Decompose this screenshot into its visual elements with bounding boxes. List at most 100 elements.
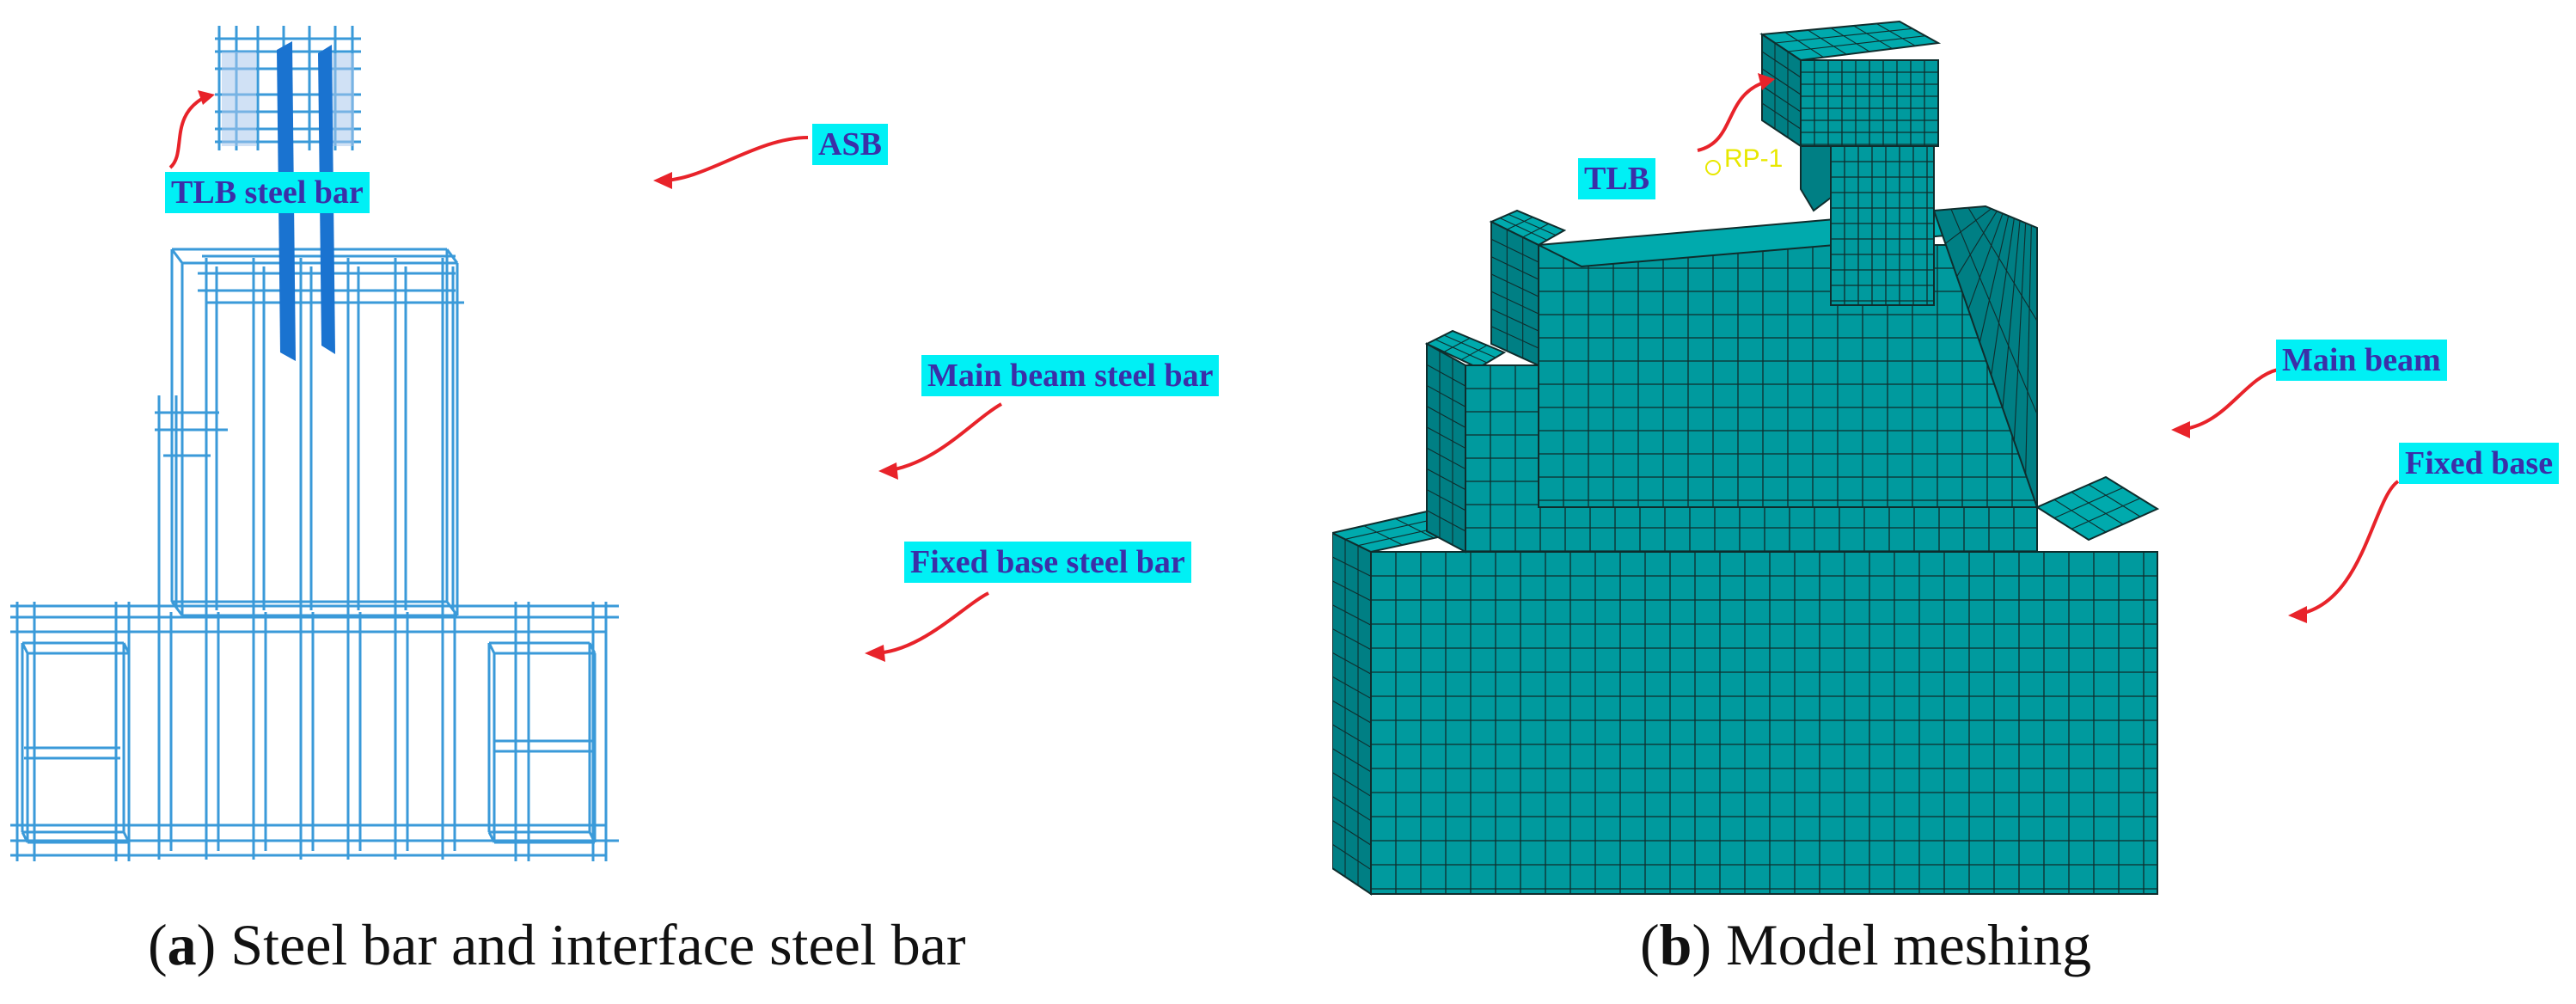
mesh-line	[1460, 345, 1488, 361]
mesh-line	[1876, 23, 1916, 46]
mesh-line	[1332, 604, 1372, 626]
mesh-line	[1808, 29, 1847, 55]
mesh-line	[2071, 492, 2124, 525]
main-beam-right-side-grid	[1945, 207, 2038, 474]
mesh-line	[1853, 25, 1893, 50]
rebar-line	[588, 831, 597, 843]
mesh-line	[1395, 517, 1435, 539]
tlb-front-grid	[1801, 60, 1938, 146]
caption-b-text: Model meshing	[1726, 912, 2092, 977]
rebar-line	[170, 248, 184, 264]
tlb-neck-front-grid	[1831, 146, 1934, 305]
mesh-line	[1426, 384, 1466, 407]
asb-arrow-curve	[661, 136, 809, 182]
mesh-line	[1490, 326, 1539, 349]
mesh-line	[1499, 217, 1548, 241]
fixed-base-left-side	[1332, 531, 1372, 896]
mesh-line	[1490, 238, 1539, 263]
mesh-line	[1363, 525, 1403, 546]
reference-point-marker	[1705, 160, 1721, 175]
main-beam-steel-bar-arrow-curve	[884, 402, 1002, 473]
mesh-line	[1490, 291, 1539, 315]
model-mesh	[1332, 20, 2400, 896]
mesh-line	[1435, 339, 1488, 364]
main-beam-steel-bar-label: Main beam steel bar	[921, 355, 1220, 396]
mesh-line	[1426, 489, 1466, 511]
mesh-line	[1761, 51, 1802, 78]
mesh-line	[1979, 215, 2010, 343]
mesh-line	[1830, 28, 1870, 52]
fixed-base-steel-bar-label: Fixed base steel bar	[904, 542, 1191, 583]
caption-b-letter: b	[1659, 912, 1692, 977]
mesh-line	[1332, 580, 1372, 602]
mesh-line	[1967, 207, 2038, 321]
mesh-line	[1522, 223, 1549, 238]
caption-a: (a) Steel bar and interface steel bar	[148, 912, 966, 977]
mesh-line	[1774, 28, 1913, 44]
mesh-line	[1332, 676, 1372, 700]
tlb-arrow-curve	[1697, 80, 1767, 152]
mesh-line	[1332, 819, 1372, 846]
fixed-base-arrow-curve	[2294, 480, 2400, 616]
fixed-base-steel-bar-arrow-curve	[872, 591, 989, 655]
main-beam-steel-bar-arrow-head	[878, 462, 898, 480]
rebar-line	[122, 642, 131, 654]
mesh-line	[1443, 337, 1471, 352]
fixed-base-steel-bar-arrow-head	[865, 645, 885, 662]
tlb-panel-left	[222, 52, 256, 146]
mesh-line	[1945, 208, 1992, 244]
fixed-base-arrow-head	[2288, 606, 2307, 623]
mesh-line	[2013, 223, 2027, 442]
steel-bar-wireframe	[10, 26, 1002, 861]
fixed-base-front	[1370, 551, 2158, 895]
tlb-arrow-head	[1758, 73, 1775, 90]
mesh-line	[2071, 498, 2141, 530]
tlb-side-grid	[1761, 43, 1802, 138]
caption-b: (b) Model meshing	[1640, 912, 2092, 977]
asb-label: ASB	[812, 124, 888, 165]
mesh-line	[1761, 102, 1802, 130]
tlb-steel-bar-arrow-curve	[168, 95, 207, 169]
tlb-steel-bar-arrow-head	[198, 90, 215, 105]
tlb-neck-front	[1830, 145, 1935, 306]
mesh-line	[1426, 426, 1466, 449]
mesh-line	[1332, 700, 1372, 724]
mesh-line	[1332, 652, 1372, 675]
main-beam-upper-top-grid	[1499, 213, 1557, 241]
mesh-line	[1784, 32, 1824, 58]
tlb-label: TLB	[1578, 158, 1656, 199]
mesh-line	[1490, 273, 1539, 297]
reference-point-label: RP-1	[1724, 144, 1784, 173]
rebar-line	[487, 831, 496, 843]
mesh-line	[1490, 308, 1539, 332]
mesh-line	[1426, 468, 1466, 491]
mesh-line	[1507, 217, 1533, 230]
mesh-line	[1332, 772, 1372, 797]
mesh-line	[1956, 211, 1998, 277]
mesh-line	[1332, 556, 1372, 577]
tlb-top-grid	[1774, 23, 1926, 58]
fixed-base-left-side-grid	[1332, 539, 1372, 885]
mesh-line	[1967, 213, 2004, 310]
rebar-line	[122, 831, 131, 843]
rebar-line	[588, 642, 597, 654]
mesh-line	[1426, 406, 1466, 428]
mesh-line	[1332, 628, 1372, 651]
mesh-line	[1426, 447, 1466, 470]
mesh-line	[1950, 209, 2038, 414]
tlb-neck-side	[1800, 145, 1832, 212]
mesh-line	[1426, 364, 1466, 387]
asb-arrow-head	[653, 172, 672, 189]
mesh-line	[1426, 510, 1466, 532]
mesh-line	[2053, 487, 2124, 519]
main-beam-left-step-top-grid	[1435, 334, 1496, 364]
mesh-line	[1443, 334, 1496, 358]
mesh-line	[2025, 225, 2032, 474]
mesh-line	[2053, 499, 2107, 533]
rebar-line	[21, 642, 29, 654]
main-beam-arrow-head	[2171, 421, 2190, 438]
mesh-line	[1787, 35, 1926, 52]
rebar-line	[445, 601, 459, 616]
mesh-line	[2002, 220, 2021, 409]
